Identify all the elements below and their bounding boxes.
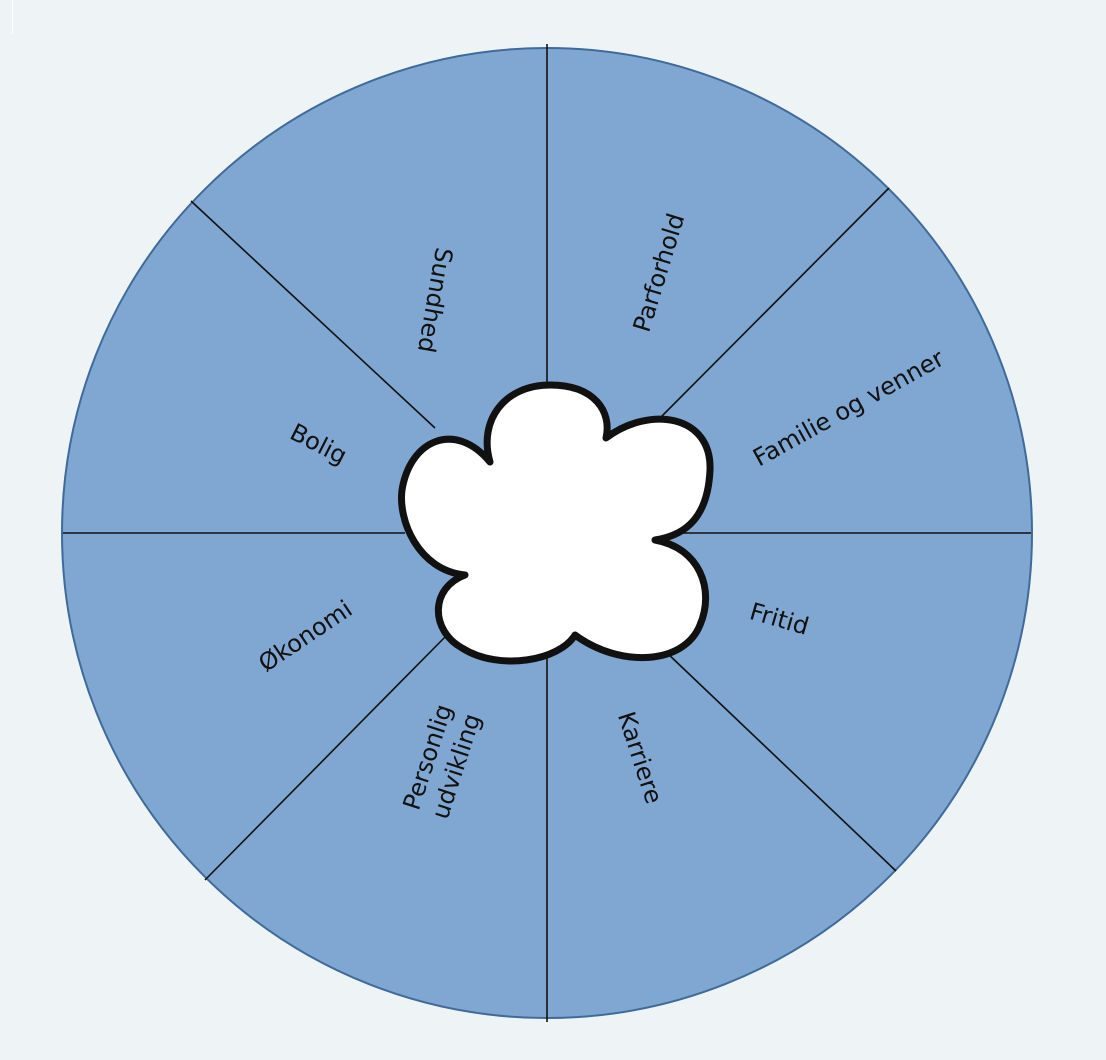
divider-upper-right <box>659 187 890 419</box>
divider-lower-left <box>204 635 447 881</box>
cloud-shape <box>398 381 714 665</box>
corner-mark <box>12 0 13 34</box>
divider-lower-right <box>665 651 897 872</box>
divider-upper-left <box>190 200 436 429</box>
wheel-dividers <box>63 44 1031 1022</box>
